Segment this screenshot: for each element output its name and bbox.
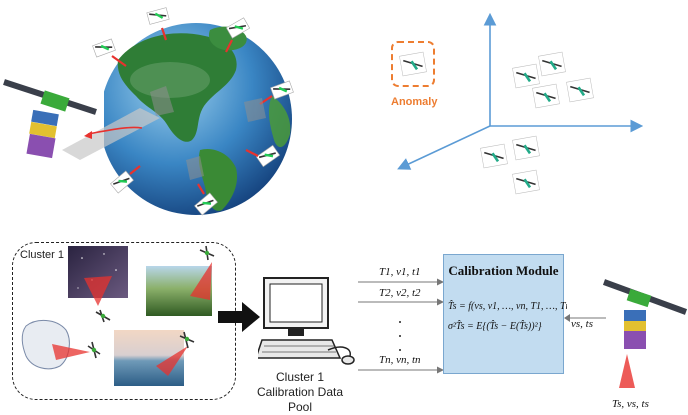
sensor-satellite-icon [602,279,688,388]
pool-line1: Cluster 1 [275,370,325,384]
anomaly-label: Anomaly [391,96,438,108]
sensor-arrow [564,314,606,322]
input-label-2: T2, v2, t2 [379,287,421,299]
input-arrows [358,278,444,374]
calibration-equation-1: T̂s = f(vs, v1, …, vn, T1, …, Tn) [448,301,574,312]
sensor-output-label: Ts, vs, ts [612,398,649,410]
cluster-images [18,245,215,386]
calibration-pool-label: Cluster 1 Calibration Data Pool [245,370,355,415]
pool-line2: Calibration Data Pool [256,385,344,414]
calibration-title: Calibration Module [448,263,559,278]
earth-satellites-figure [3,6,295,217]
flow-arrow-icon [218,302,260,332]
sensor-input-label: vs, ts [571,318,593,330]
anomaly-box [391,41,435,87]
north-america [117,33,237,142]
calibration-module: Calibration Module T̂s = f(vs, v1, …, vn… [443,254,574,374]
input-label-1: T1, v1, t1 [379,266,421,278]
computer-icon [258,277,355,365]
africa-edge [268,96,291,148]
anomaly-3d-plot [391,12,644,196]
cluster-label: Cluster 1 [20,249,65,261]
input-label-n: Tn, vn, tn [379,354,421,366]
calibration-equation-2: σ²T̂s = E{(T̂s − E(T̂s))²} [448,321,542,332]
axis-z [397,125,491,170]
